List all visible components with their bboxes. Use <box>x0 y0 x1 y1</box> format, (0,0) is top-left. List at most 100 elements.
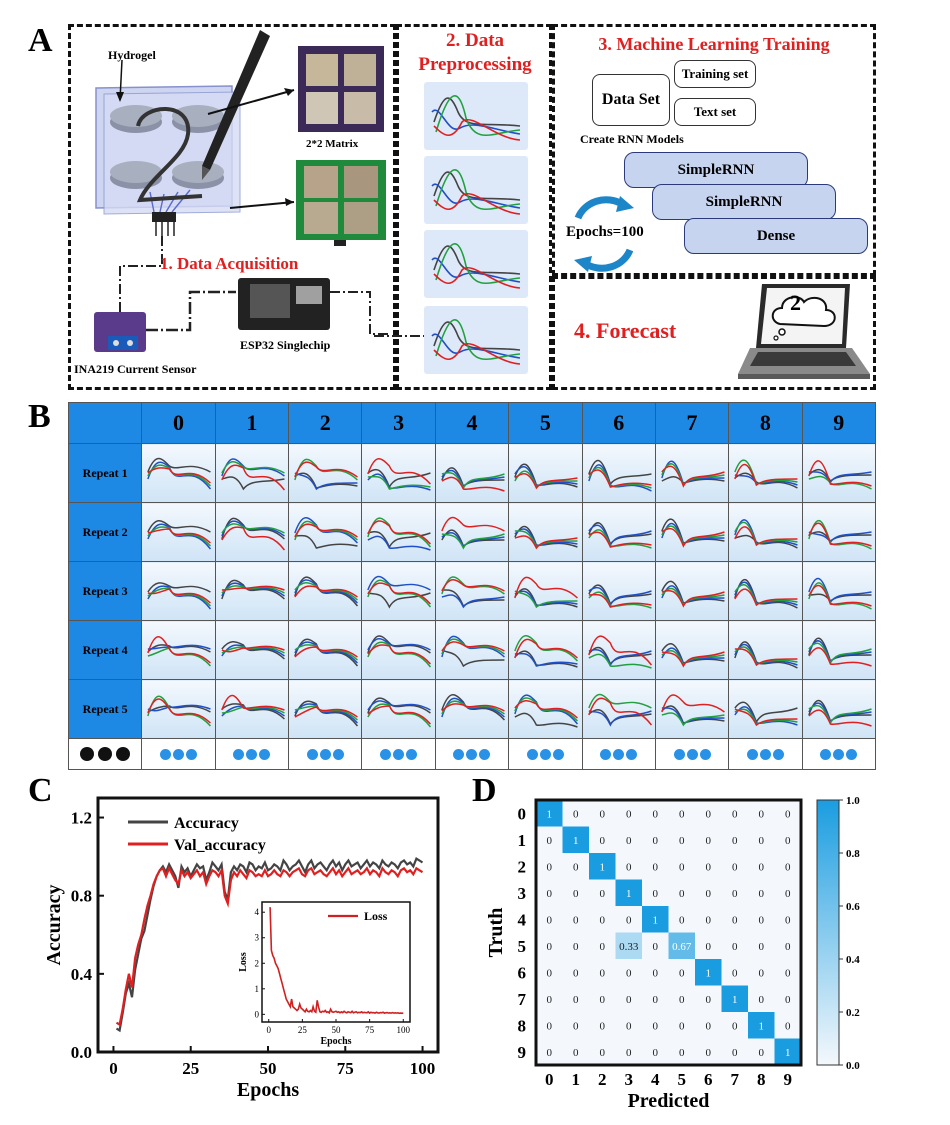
training-frame <box>552 24 876 276</box>
matrix-cell-value: 0 <box>626 835 632 847</box>
matrix-cell <box>536 826 563 853</box>
matrix-cell-value: 0 <box>785 888 791 900</box>
matrix-cell-value: 0 <box>706 994 712 1006</box>
panel-label-d: D <box>472 772 497 809</box>
signal-trace <box>514 635 579 662</box>
matrix-cell-value: 0 <box>732 861 738 873</box>
x-tick-label: 0 <box>109 1059 118 1078</box>
signal-cell <box>141 679 216 739</box>
inset-x-tick-label: 75 <box>365 1025 375 1035</box>
signal-curves <box>734 578 799 609</box>
simplernn-layer-1: SimpleRNN <box>624 152 808 188</box>
repeat-row: Repeat 2 <box>67 502 877 562</box>
matrix-cell <box>562 879 589 906</box>
signal-trace <box>367 644 432 665</box>
matrix-cell <box>721 1012 748 1039</box>
matrix-cell-value: 1 <box>547 808 553 820</box>
y-category-label: 5 <box>518 937 527 956</box>
matrix-cell <box>589 1012 616 1039</box>
signal-trace <box>441 700 505 715</box>
matrix-cell <box>695 826 722 853</box>
repeat-label: Repeat 1 <box>67 443 143 503</box>
signal-curves <box>514 463 578 490</box>
y-category-label: 2 <box>518 857 527 876</box>
signal-cell <box>434 561 510 621</box>
matrix-cell-value: 0 <box>573 941 579 953</box>
preprocessed-signal-3 <box>424 230 528 298</box>
esp32-label: ESP32 Singlechip <box>240 338 331 352</box>
signal-trace <box>147 523 212 550</box>
matrix-cell <box>536 853 563 880</box>
signal-cell <box>288 502 363 562</box>
signal-trace <box>221 703 285 720</box>
digit-header: 0 <box>141 402 216 444</box>
signal-curves <box>807 460 872 490</box>
signal-trace <box>440 516 505 532</box>
signal-curves <box>147 636 212 667</box>
matrix-cell <box>589 879 616 906</box>
signal-trace <box>220 644 285 657</box>
signal-cell <box>728 502 803 562</box>
matrix-cell-value: 1 <box>653 914 659 926</box>
signal-trace <box>294 576 359 607</box>
repeat-row: Repeat 3 <box>67 561 877 621</box>
signal-curves <box>514 694 579 728</box>
signal-trace <box>220 579 285 600</box>
signal-trace <box>220 517 285 540</box>
ellipsis-dots <box>67 738 143 770</box>
signal-trace <box>220 464 285 491</box>
signal-trace <box>734 526 798 547</box>
signal-curves <box>147 582 212 610</box>
signal-curves <box>367 517 432 551</box>
matrix-cell-value: 0 <box>547 1020 553 1032</box>
matrix-cell-value: 0 <box>732 835 738 847</box>
signal-cell <box>508 561 583 621</box>
signal-trace <box>294 534 358 549</box>
signal-trace <box>807 637 872 663</box>
signal-trace <box>367 703 432 728</box>
matrix-cell <box>615 800 642 827</box>
ellipsis-dots <box>654 738 730 770</box>
signal-trace <box>220 520 285 537</box>
matrix-cell-value: 1 <box>573 835 579 847</box>
signal-trace <box>367 700 432 711</box>
signal-cell <box>801 561 877 621</box>
digit-header: 2 <box>288 402 363 444</box>
signal-cell <box>581 679 656 739</box>
repeat-label: Repeat 4 <box>67 620 143 680</box>
digit-header: 9 <box>801 402 877 444</box>
matrix-cell <box>562 1012 589 1039</box>
matrix-cell-value: 0 <box>547 994 553 1006</box>
simplernn-layer-2: SimpleRNN <box>652 184 836 220</box>
matrix-cell-value: 1 <box>785 1047 791 1059</box>
matrix-cell <box>695 1012 722 1039</box>
epochs-cycle-icon <box>574 196 634 272</box>
repeat-label: Repeat 3 <box>67 561 143 621</box>
y-axis-label: Accuracy <box>43 884 65 965</box>
signal-trace <box>147 582 212 593</box>
inset-y-tick-label: 4 <box>255 907 260 917</box>
matrix-cell-value: 0 <box>679 1047 685 1059</box>
epochs-label: Epochs=100 <box>566 224 644 240</box>
signal-trace <box>294 703 359 724</box>
signal-trace <box>294 700 359 727</box>
digit-header: 3 <box>361 402 436 444</box>
inset-y-axis-label: Loss <box>238 952 249 972</box>
signal-trace <box>294 458 359 481</box>
matrix-cell <box>774 906 801 933</box>
signal-trace <box>147 457 212 473</box>
x-category-label: 5 <box>678 1070 687 1089</box>
signal-trace <box>661 590 725 608</box>
signal-curves <box>807 519 872 550</box>
matrix-cell-value: 0 <box>653 835 659 847</box>
matrix-cell <box>615 1038 642 1065</box>
signal-trace <box>514 576 579 599</box>
signal-cell <box>361 502 436 562</box>
signal-cell <box>801 502 877 562</box>
matrix-cell <box>642 959 669 986</box>
signal-trace <box>367 458 432 485</box>
signal-curves <box>587 635 652 669</box>
matrix-cell <box>562 906 589 933</box>
signal-trace <box>221 476 285 491</box>
